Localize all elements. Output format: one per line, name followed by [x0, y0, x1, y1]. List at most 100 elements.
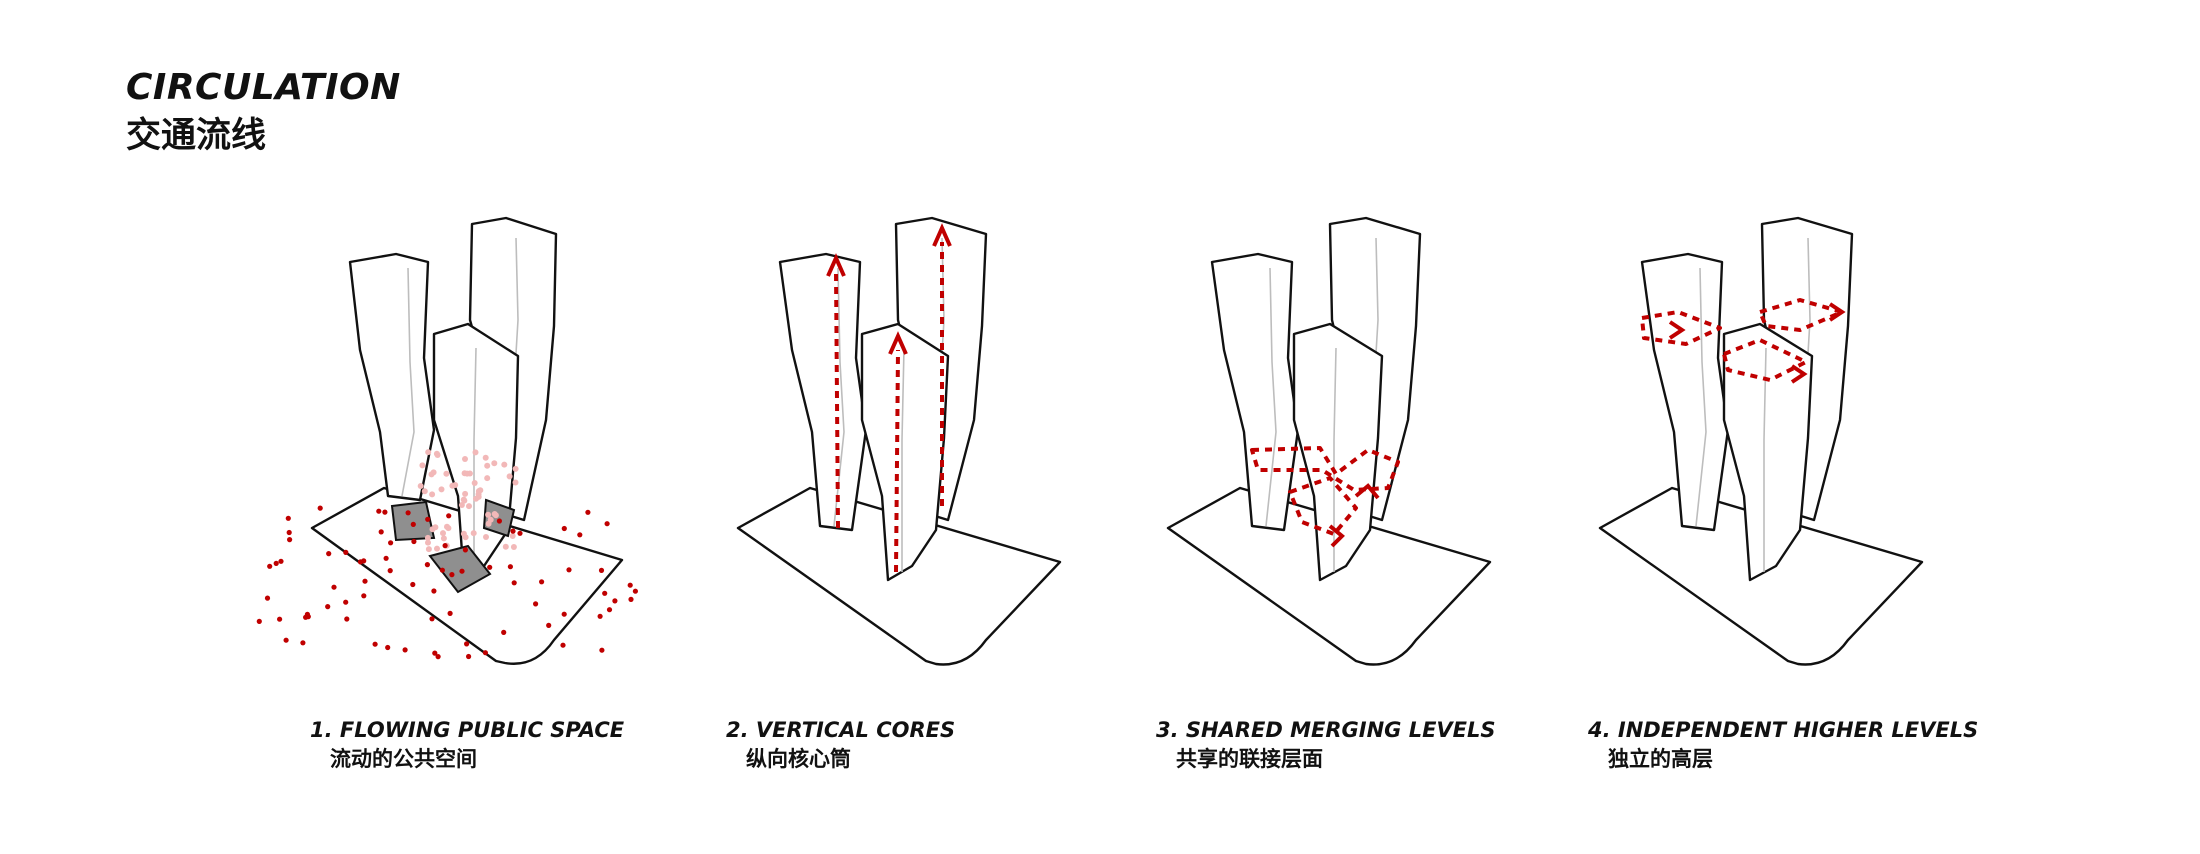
person-dot	[431, 588, 437, 594]
caption-2-chinese: 纵向核心筒	[746, 747, 851, 771]
person-dot	[264, 595, 271, 601]
tower-front-3	[1292, 322, 1384, 582]
person-dot-light	[506, 473, 513, 480]
person-dot-light	[501, 461, 508, 468]
person-dot	[424, 562, 430, 568]
independent-level-loops	[1640, 298, 1846, 384]
higher-level-route-front	[1722, 338, 1808, 382]
person-dot-light	[429, 526, 436, 533]
person-dot-light	[482, 454, 489, 461]
person-dot	[387, 568, 393, 574]
panel-2-vertical-cores	[736, 216, 1062, 666]
person-dot	[402, 647, 408, 653]
person-dot	[561, 525, 567, 532]
person-dot	[501, 629, 507, 636]
person-dot	[507, 564, 513, 570]
person-dot-light	[458, 502, 465, 508]
tower-front-2	[860, 322, 950, 582]
person-dot	[343, 549, 349, 556]
tower-back-left-4	[1640, 252, 1730, 532]
person-dot	[449, 572, 455, 578]
person-dot-light	[509, 533, 516, 539]
person-dot	[410, 521, 416, 528]
caption-3-english: 3. SHARED MERGING LEVELS	[1156, 718, 1496, 742]
person-dot	[326, 551, 332, 557]
person-dot	[598, 567, 605, 574]
caption-1-english: 1. FLOWING PUBLIC SPACE	[310, 718, 625, 742]
person-dot	[405, 510, 411, 516]
person-dot	[304, 611, 310, 617]
title-block: CIRCULATION 交通流线	[126, 66, 401, 158]
person-dot	[361, 593, 367, 599]
person-dot-light	[425, 539, 431, 546]
person-dot	[599, 647, 605, 653]
person-dot	[466, 653, 472, 660]
person-dot-light	[510, 544, 517, 550]
person-dot-light	[424, 534, 431, 541]
caption-4-english: 4. INDEPENDENT HIGHER LEVELS	[1588, 718, 1979, 742]
arrow-up-icon	[888, 331, 908, 355]
person-dot	[383, 555, 389, 561]
merging-level-loops	[1250, 446, 1400, 548]
tower-back-left-1	[348, 252, 436, 502]
person-dot	[273, 560, 279, 567]
person-dot	[285, 515, 291, 521]
person-dot	[411, 538, 417, 545]
person-dot-light	[464, 470, 471, 477]
arrow-up-icon	[932, 223, 952, 247]
person-dot	[539, 579, 545, 585]
person-dot	[561, 611, 567, 617]
tower-front-4	[1722, 322, 1814, 582]
vertical-core-arrows	[826, 223, 952, 573]
person-dot	[435, 654, 441, 660]
arrow-right-icon	[1668, 320, 1686, 340]
person-dot	[632, 588, 639, 594]
panel-4-independent-higher-levels	[1598, 216, 1924, 666]
page-title-chinese: 交通流线	[126, 116, 267, 156]
person-dot	[604, 521, 610, 527]
merging-level-route-upper	[1250, 446, 1400, 492]
tower-footprint-3	[428, 544, 492, 594]
person-dot-light	[421, 488, 428, 495]
person-dot	[464, 641, 470, 647]
tower-footprint-1	[390, 500, 436, 542]
caption-3-chinese: 共享的联接层面	[1176, 747, 1323, 771]
site-base-2	[736, 486, 1062, 666]
site-base-4	[1598, 486, 1924, 666]
caption-panel-1: 1. FLOWING PUBLIC SPACE 流动的公共空间	[310, 716, 624, 774]
person-dot-light	[419, 462, 426, 469]
person-dot-light	[483, 534, 489, 540]
person-dot	[388, 540, 394, 546]
person-dot	[577, 532, 583, 538]
person-dot-light	[484, 462, 491, 469]
person-dot-light	[444, 523, 450, 530]
person-dot	[372, 641, 378, 647]
person-dot	[628, 596, 634, 603]
caption-panel-2: 2. VERTICAL CORES 纵向核心筒	[726, 716, 955, 774]
person-dot-light	[440, 530, 446, 537]
person-dot	[517, 530, 523, 536]
person-dot-light	[471, 480, 478, 486]
person-dot-light	[462, 534, 469, 541]
person-dot	[560, 642, 566, 648]
person-dot	[432, 650, 438, 656]
person-dot-light	[512, 479, 519, 486]
person-dot	[439, 567, 445, 573]
people-light-cluster	[417, 449, 519, 553]
person-dot-light	[472, 449, 479, 456]
person-dot-light	[443, 470, 450, 477]
person-dot	[376, 508, 382, 514]
person-dot	[362, 578, 368, 584]
person-dot	[410, 581, 416, 588]
person-dot	[378, 529, 384, 535]
person-dot	[496, 518, 502, 524]
person-dot-light	[485, 511, 492, 518]
person-dot	[325, 604, 331, 610]
person-dot-light	[462, 490, 469, 497]
person-dot	[286, 529, 292, 536]
person-dot-light	[429, 491, 436, 498]
tower-back-left-3	[1210, 252, 1300, 532]
person-dot	[267, 563, 273, 569]
person-dot	[256, 618, 262, 625]
